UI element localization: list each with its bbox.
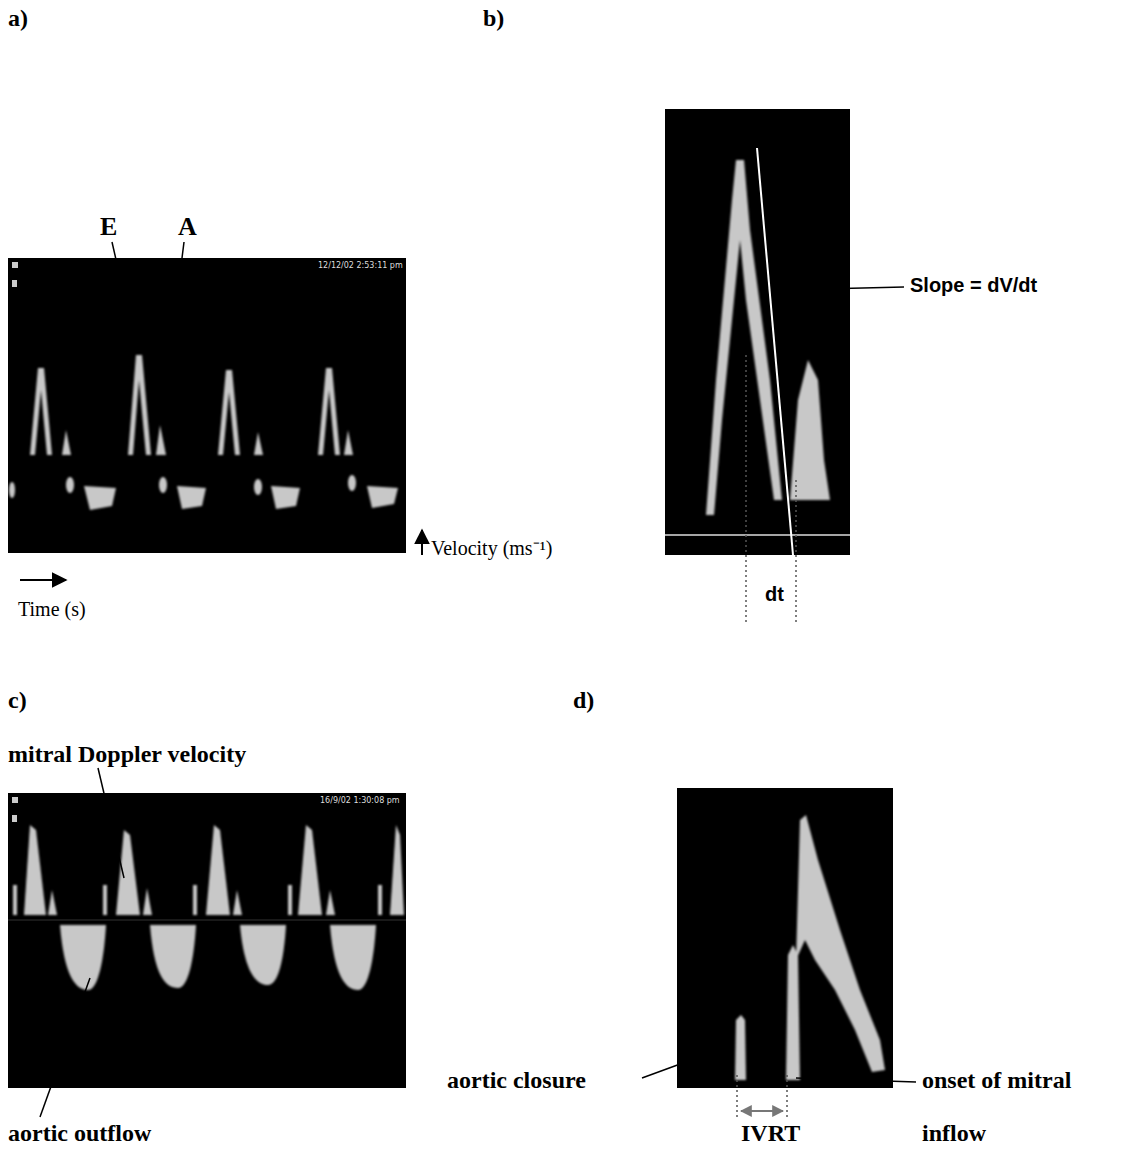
axis-label: Velocity (ms⁻¹): [431, 536, 552, 560]
annotation: Slope = dV/dt: [910, 273, 1037, 297]
timestamp: 12/12/02 2:53:11 pm: [318, 261, 403, 271]
annotation: onset of mitral inflow: [922, 1054, 1132, 1149]
panel-letter: c): [8, 686, 27, 715]
annotation: dt: [765, 582, 784, 606]
annotation: aortic closure: [447, 1066, 586, 1095]
annotation: aortic outflow: [8, 1119, 151, 1148]
wave-label: A: [178, 211, 197, 242]
annotation: mitral Doppler velocity: [8, 740, 246, 769]
wave-label: E: [100, 211, 117, 242]
axis-label: Time (s): [18, 597, 86, 621]
timestamp: 16/9/02 1:30:08 pm: [320, 796, 400, 806]
panel-letter: a): [8, 4, 28, 33]
interval-label: IVRT: [741, 1119, 800, 1148]
panel-letter: b): [483, 4, 504, 33]
panel-letter: d): [573, 686, 594, 715]
